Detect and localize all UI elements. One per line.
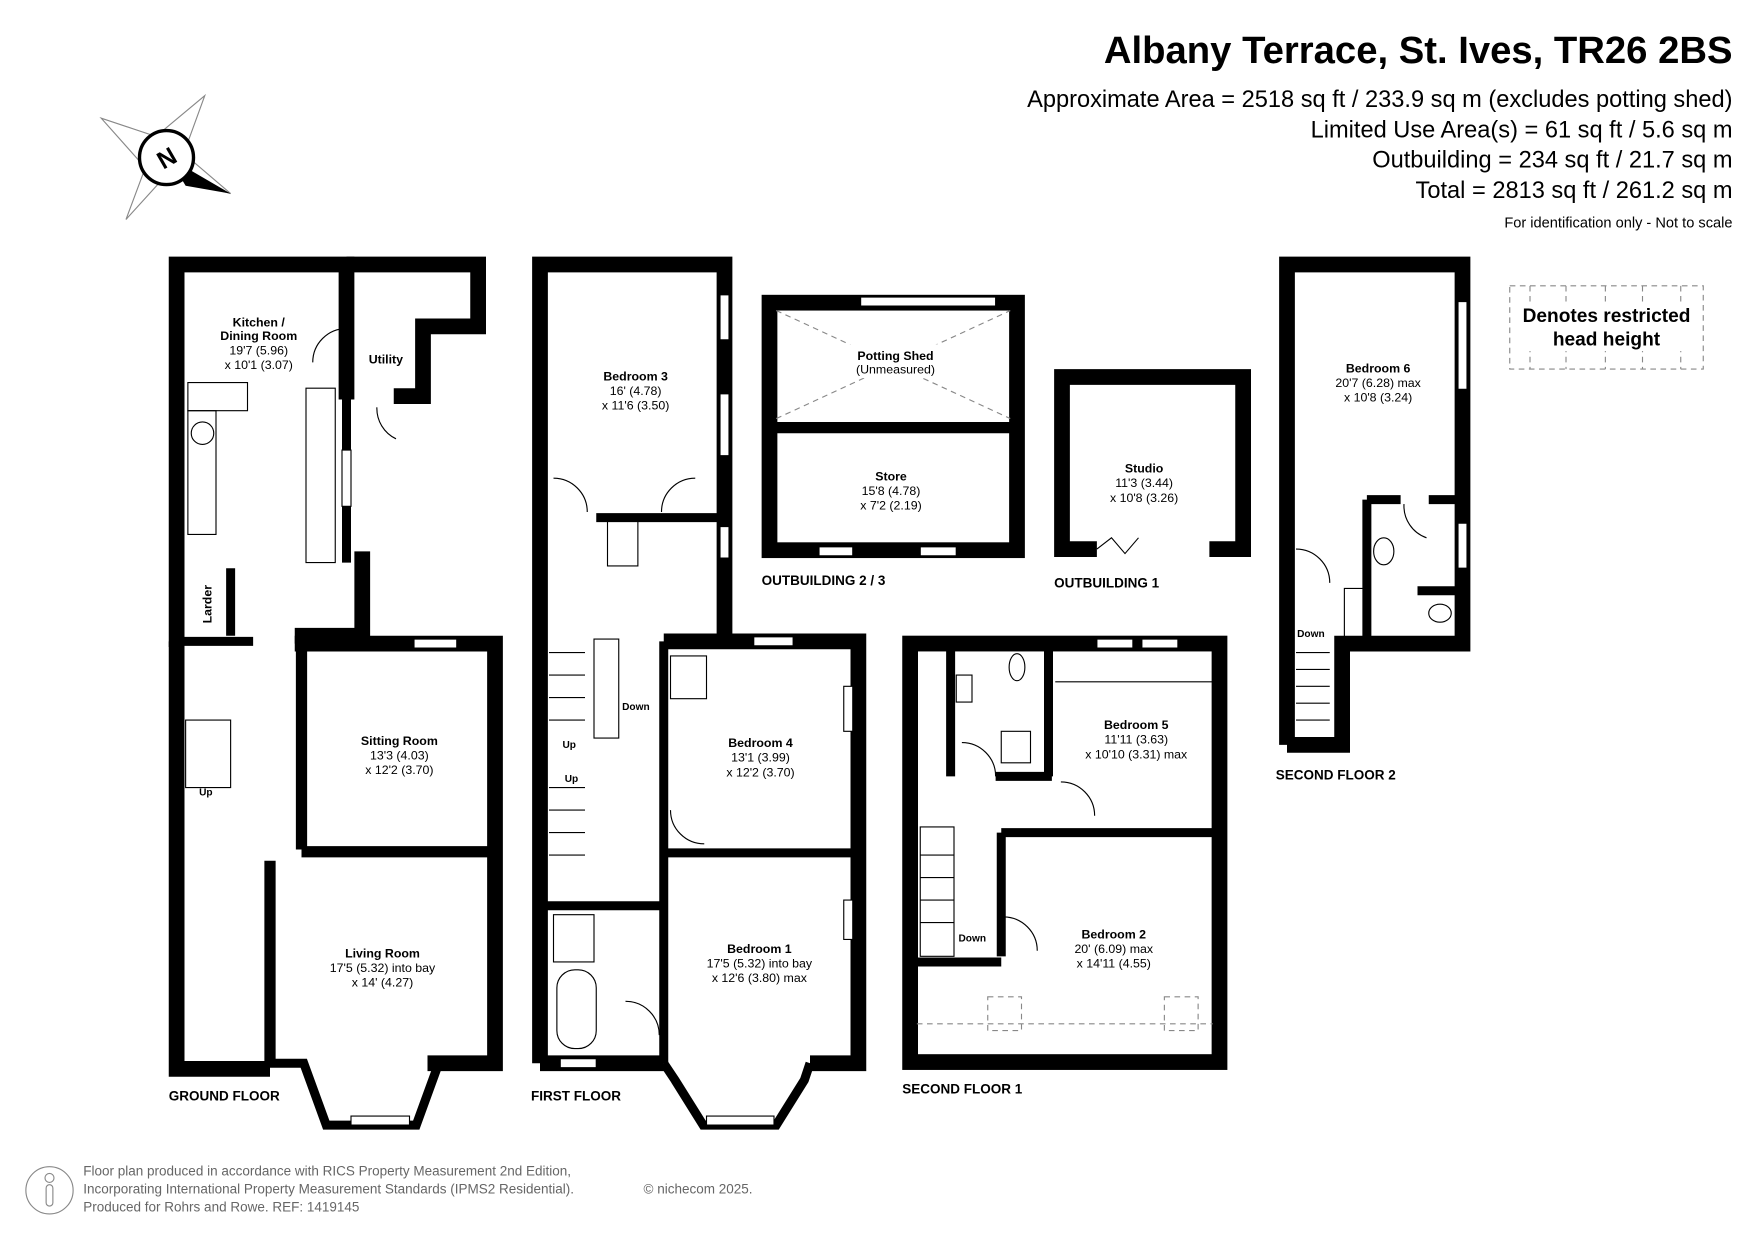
outbuilding-area: Outbuilding = 234 sq ft / 21.7 sq m	[1372, 148, 1732, 174]
floor-label-outbuilding-2-3: OUTBUILDING 2 / 3	[762, 573, 886, 588]
floor-label-first: FIRST FLOOR	[531, 1088, 621, 1103]
property-title: Albany Terrace, St. Ives, TR26 2BS	[1104, 29, 1733, 72]
room-kitchen-dim-2: x 10'1 (3.07)	[225, 358, 293, 372]
room-bedroom4-name: Bedroom 4	[728, 736, 793, 750]
compass-icon: N	[99, 93, 231, 220]
room-bedroom2-dim-2: x 14'11 (4.55)	[1077, 957, 1151, 971]
footer-line-1: Floor plan produced in accordance with R…	[83, 1164, 571, 1179]
floor-label-outbuilding-1: OUTBUILDING 1	[1054, 575, 1159, 590]
total-area: Total = 2813 sq ft / 261.2 sq m	[1416, 178, 1733, 204]
footer: Floor plan produced in accordance with R…	[25, 1164, 753, 1215]
room-bedroom5-dim-2: x 10'10 (3.31) max	[1085, 747, 1188, 761]
stairs-down-label: Down	[622, 702, 650, 713]
outbuilding-2-3-plan: Potting Shed (Unmeasured) Store 15'8 (4.…	[761, 294, 1025, 588]
room-bedroom4-dim-2: x 12'2 (3.70)	[726, 765, 794, 779]
restricted-head-height-legend: Denotes restricted head height	[1509, 285, 1704, 370]
footer-copyright: © nichecom 2025.	[644, 1182, 753, 1197]
outbuilding-1-plan: Studio 11'3 (3.44) x 10'8 (3.26) OUTBUIL…	[1054, 369, 1251, 590]
room-kitchen-name-1: Kitchen /	[233, 315, 286, 329]
room-bedroom4-dim-1: 13'1 (3.99)	[731, 751, 790, 765]
room-bedroom6-dim-2: x 10'8 (3.24)	[1344, 391, 1412, 405]
room-studio-name: Studio	[1125, 462, 1164, 476]
room-sitting-dim-1: 13'3 (4.03)	[370, 748, 429, 762]
room-bedroom5-dim-1: 11'11 (3.63)	[1104, 733, 1168, 747]
room-bedroom1-dim-1: 17'5 (5.32) into bay	[707, 957, 813, 971]
room-store-name: Store	[875, 469, 907, 483]
room-sitting-name: Sitting Room	[361, 734, 438, 748]
stairs-down-label: Down	[1297, 629, 1325, 640]
room-kitchen-dim-1: 19'7 (5.96)	[229, 343, 288, 357]
room-studio-dim-2: x 10'8 (3.26)	[1110, 491, 1178, 505]
room-bedroom2-dim-1: 20' (6.09) max	[1074, 942, 1153, 956]
first-floor-plan: Bedroom 3 16' (4.78) x 11'6 (3.50) Bedro…	[531, 256, 867, 1130]
room-living-name: Living Room	[345, 946, 420, 960]
room-potting-shed-dim: (Unmeasured)	[856, 363, 935, 377]
legend-line-2: head height	[1553, 329, 1661, 350]
room-bedroom1-dim-2: x 12'6 (3.80) max	[712, 971, 808, 985]
second-floor-1-plan: Bedroom 5 11'11 (3.63) x 10'10 (3.31) ma…	[902, 635, 1228, 1097]
room-bedroom3-dim-2: x 11'6 (3.50)	[602, 399, 669, 413]
scale-note: For identification only - Not to scale	[1504, 215, 1732, 231]
stairs-up-label: Up	[199, 787, 212, 798]
room-bedroom1-name: Bedroom 1	[727, 942, 792, 956]
ground-floor-plan: Kitchen / Dining Room 19'7 (5.96) x 10'1…	[168, 256, 503, 1130]
room-potting-shed-name: Potting Shed	[857, 349, 933, 363]
room-bedroom2-name: Bedroom 2	[1081, 927, 1146, 941]
floor-label-ground: GROUND FLOOR	[169, 1088, 280, 1103]
room-living-dim-2: x 14' (4.27)	[352, 976, 413, 990]
room-utility-name: Utility	[369, 352, 403, 366]
footer-line-2: Incorporating International Property Mea…	[83, 1182, 574, 1197]
room-sitting-dim-2: x 12'2 (3.70)	[365, 763, 433, 777]
stairs-up-label: Up	[565, 774, 578, 785]
room-bedroom3-name: Bedroom 3	[603, 369, 668, 383]
room-studio-dim-1: 11'3 (3.44)	[1115, 476, 1173, 490]
room-living-dim-1: 17'5 (5.32) into bay	[330, 961, 436, 975]
room-bedroom6-name: Bedroom 6	[1346, 361, 1411, 375]
stairs-down-label: Down	[959, 934, 987, 945]
stairs-up-label: Up	[563, 740, 576, 751]
room-larder-name: Larder	[201, 585, 215, 624]
room-kitchen-name-2: Dining Room	[220, 329, 297, 343]
room-bedroom6-dim-1: 20'7 (6.28) max	[1335, 376, 1421, 390]
floor-label-second-1: SECOND FLOOR 1	[902, 1082, 1023, 1097]
room-store-dim-1: 15'8 (4.78)	[862, 484, 921, 498]
footer-line-3: Produced for Rohrs and Rowe. REF: 141914…	[83, 1200, 359, 1215]
limited-use-area: Limited Use Area(s) = 61 sq ft / 5.6 sq …	[1311, 117, 1733, 143]
room-bedroom3-dim-1: 16' (4.78)	[610, 384, 662, 398]
room-bedroom5-name: Bedroom 5	[1104, 718, 1169, 732]
floor-label-second-2: SECOND FLOOR 2	[1276, 768, 1396, 783]
legend-line-1: Denotes restricted	[1523, 306, 1691, 327]
second-floor-2-plan: Bedroom 6 20'7 (6.28) max x 10'8 (3.24) …	[1276, 256, 1471, 783]
approximate-area: Approximate Area = 2518 sq ft / 233.9 sq…	[1027, 87, 1732, 113]
person-icon	[25, 1166, 74, 1215]
room-store-dim-2: x 7'2 (2.19)	[860, 499, 921, 513]
